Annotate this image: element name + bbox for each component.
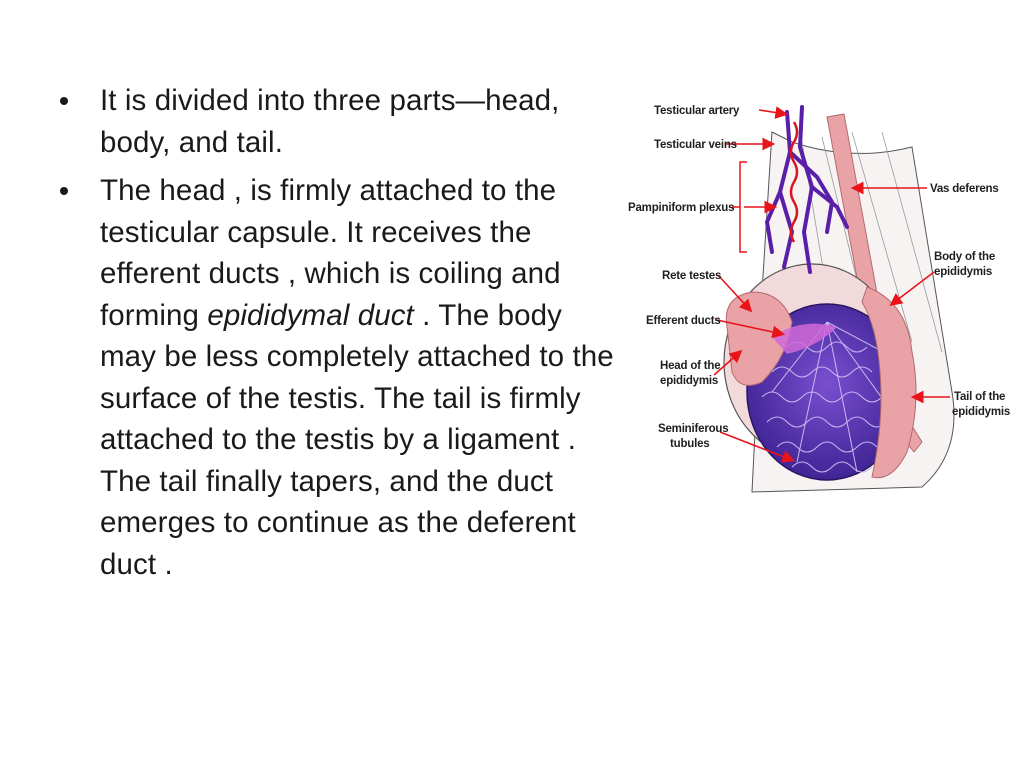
plexus-bracket xyxy=(732,161,747,253)
label-arrows xyxy=(713,106,950,463)
bullet-text-part: The head , is firmly attached to the tes… xyxy=(100,174,561,332)
label-tail-line-1: Tail of the xyxy=(954,391,1005,403)
label-efferent-ducts: Efferent ducts xyxy=(646,315,721,327)
epididymis-head xyxy=(725,291,793,386)
bullet-item: The head , is firmly attached to the tes… xyxy=(58,170,618,585)
bullet-dot-icon xyxy=(60,187,68,195)
efferent-ducts xyxy=(772,323,837,354)
label-testicular-veins: Testicular veins xyxy=(654,139,737,151)
label-body-line-2: epididymis xyxy=(934,266,992,278)
label-pampiniform-plexus: Pampiniform plexus xyxy=(628,202,734,214)
label-rete-testes: Rete testes xyxy=(662,270,721,282)
label-tail-line-2: epididymis xyxy=(952,406,1010,418)
bullet-dot-icon xyxy=(60,97,68,105)
bullet-item: It is divided into three parts—head, bod… xyxy=(58,80,618,163)
label-testicular-artery: Testicular artery xyxy=(654,105,740,117)
testicular-artery xyxy=(789,121,799,243)
label-head-line-2: epididymis xyxy=(660,375,718,387)
label-seminiferous-line-2: tubules xyxy=(670,438,710,450)
pampiniform-veins xyxy=(764,105,849,274)
bullet-text: It is divided into three parts—head, bod… xyxy=(100,84,560,159)
epididymis-diagram: Testicular artery Testicular veins Pampi… xyxy=(628,105,1010,493)
label-vas-deferens: Vas deferens xyxy=(930,183,999,195)
italic-term: epididymal duct xyxy=(207,298,414,332)
bullet-text-part: . The body may be less completely attach… xyxy=(100,298,614,581)
label-seminiferous-line-1: Seminiferous xyxy=(658,423,728,435)
epididymis-body xyxy=(861,286,917,479)
label-head-line-1: Head of the xyxy=(660,360,720,372)
label-body-line-1: Body of the xyxy=(934,251,995,263)
cord-fibers xyxy=(801,131,943,353)
bullet-list: It is divided into three parts—head, bod… xyxy=(58,80,618,592)
